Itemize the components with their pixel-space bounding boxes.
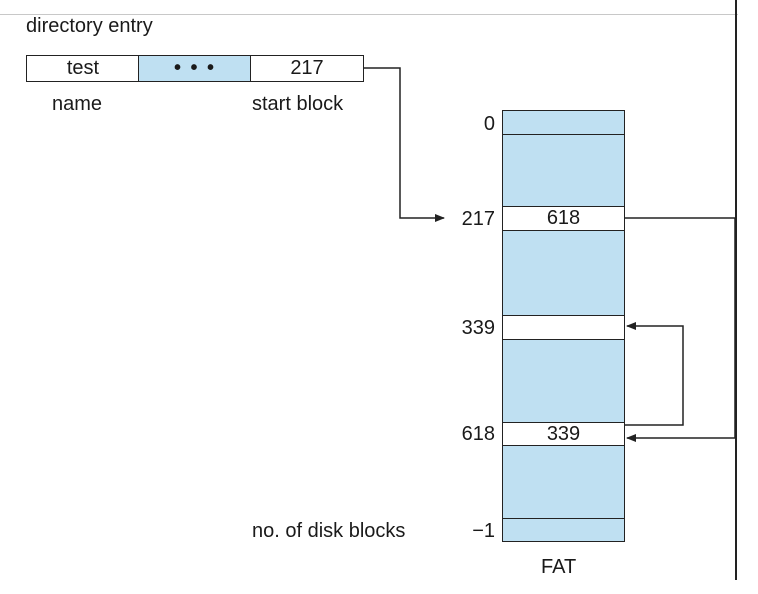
fat-row-217: 618 (502, 206, 625, 231)
entry-start-label: start block (252, 93, 344, 115)
diagram-title: directory entry (26, 15, 153, 37)
fat-index-last: −1 (472, 520, 495, 542)
arrow-217-to-618 (625, 217, 736, 442)
entry-start-cell: 217 (250, 55, 364, 82)
entry-name-label: name (52, 93, 103, 115)
fat-row-618-value: 339 (546, 422, 581, 445)
fat-row-217-value: 618 (546, 207, 581, 229)
entry-middle-cell: • • • (138, 55, 252, 82)
fat-index-0: 0 (483, 113, 495, 135)
arrow-618-to-339 (625, 322, 684, 426)
fat-row-0 (502, 110, 625, 135)
frame-top-border (0, 14, 738, 15)
entry-middle-value: • • • (173, 57, 217, 79)
fat-row-618: 339 (502, 422, 625, 446)
entry-name-value: test (66, 57, 100, 79)
arrow-start-to-217 (364, 67, 445, 222)
frame-right-border (735, 0, 737, 580)
fat-last-label: no. of disk blocks (252, 520, 406, 542)
fat-row-339 (502, 315, 625, 340)
fat-row-last (502, 518, 625, 542)
fat-index-339: 339 (461, 317, 495, 339)
entry-start-value: 217 (290, 57, 324, 79)
entry-name-cell: test (26, 55, 140, 82)
fat-caption: FAT (541, 556, 577, 578)
fat-index-618: 618 (461, 423, 495, 445)
fat-index-217: 217 (461, 208, 495, 230)
